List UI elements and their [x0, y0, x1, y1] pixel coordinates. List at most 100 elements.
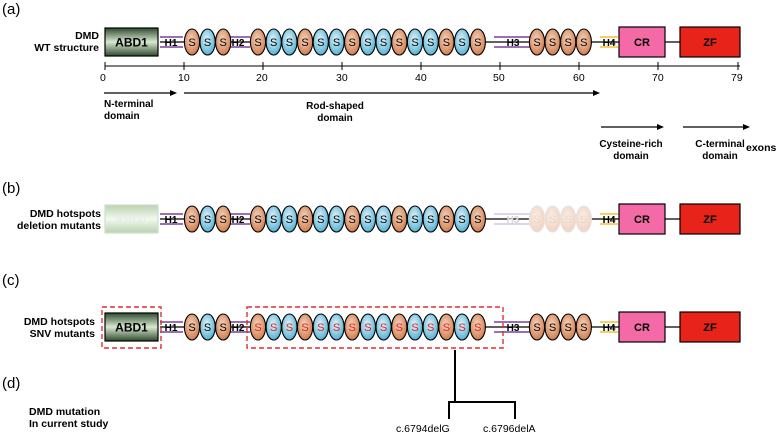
- protein-row-snv-spectrin-repeat-5: S: [265, 313, 282, 341]
- protein-row-deletion-spectrin-label-15: S: [427, 214, 434, 226]
- protein-row-wt-spectrin-repeat-12: S: [375, 28, 392, 56]
- protein-row-wt-spectrin-repeat-22: S: [575, 28, 592, 56]
- protein-row-deletion-spectrin-repeat-7: S: [296, 205, 314, 233]
- protein-row-deletion-spectrin-label-19: S: [533, 214, 540, 226]
- protein-row-deletion-spectrin-label-20: S: [549, 214, 556, 226]
- protein-row-wt-cr-box: [618, 26, 666, 58]
- protein-row-wt-spectrin-label-18: S: [474, 37, 481, 49]
- protein-row-wt-spectrin-repeat-16: S: [438, 28, 455, 56]
- protein-row-wt-spectrin-label-2: S: [204, 37, 211, 49]
- protein-row-wt-spectrin-label-11: S: [364, 37, 371, 49]
- protein-row-snv-cr-box: [618, 311, 666, 343]
- protein-row-wt-spectrin-label-10: S: [349, 37, 356, 49]
- protein-row-snv-spectrin-repeat-6: S: [281, 313, 298, 341]
- protein-row-wt-zf-box: [679, 26, 741, 58]
- protein-row-deletion-spectrin-repeat-15: S: [422, 205, 439, 233]
- protein-row-wt-hinge-H3: H3: [507, 38, 520, 49]
- protein-row-snv-spectrin-label-5: S: [270, 322, 277, 334]
- protein-row-snv-hinge-H4: H4: [603, 323, 616, 334]
- protein-row-wt-spectrin-label-15: S: [427, 37, 434, 49]
- protein-row-wt-spectrin-repeat-6: S: [281, 28, 298, 56]
- domain-n-terminal-label: N-terminal domain: [104, 99, 153, 123]
- row-a-title-line2: WT structure: [34, 42, 99, 54]
- protein-row-wt-abd1-box: [104, 27, 159, 57]
- panel-b-label: (b): [2, 180, 21, 197]
- cysteine-arrowhead: [657, 124, 664, 130]
- protein-row-wt-spectrin-label-5: S: [270, 37, 277, 49]
- protein-row-snv-hinge-H3: H3: [507, 323, 520, 334]
- protein-row-wt-zf-text: ZF: [703, 37, 717, 49]
- protein-row-wt-spectrin-repeat-2: S: [199, 28, 216, 56]
- protein-row-snv-zf-box: [679, 311, 741, 343]
- protein-row-wt-spectrin-repeat-17: S: [453, 28, 471, 56]
- protein-row-wt-spectrin-label-16: S: [443, 37, 450, 49]
- protein-row-snv-spectrin-repeat-19: S: [528, 313, 546, 341]
- panel-a-label: (a): [2, 1, 21, 18]
- protein-row-snv-spectrin-shape-18: [469, 313, 486, 341]
- protein-row-snv-spectrin-repeat-7: S: [296, 313, 314, 341]
- protein-row-snv-spectrin-repeat-9: S: [328, 313, 345, 341]
- protein-row-snv-spectrin-repeat-18: S: [469, 313, 486, 341]
- protein-row-deletion-hinge-H3: H3: [507, 215, 520, 226]
- tick-label-40: 40: [415, 72, 427, 84]
- protein-row-wt-spectrin-label-20: S: [549, 37, 556, 49]
- tick-label-10: 10: [178, 72, 190, 84]
- protein-row-wt-spectrin-label-1: S: [188, 37, 195, 49]
- protein-row-wt-spectrin-shape-22: [575, 28, 592, 56]
- protein-row-snv-spectrin-shape-22: [575, 313, 592, 341]
- protein-row-wt-spectrin-label-6: S: [286, 37, 293, 49]
- protein-row-deletion-spectrin-shape-22: [575, 205, 592, 233]
- protein-row-deletion-spectrin-label-1: S: [188, 214, 195, 226]
- domain-c-terminal-line2: domain: [702, 151, 738, 162]
- protein-row-deletion-spectrin-label-6: S: [286, 214, 293, 226]
- row-c-title-line2: SNV mutants: [29, 328, 95, 340]
- protein-row-snv-spectrin-repeat-20: S: [544, 313, 561, 341]
- protein-row-deletion-spectrin-shape-3: [215, 205, 232, 233]
- protein-row-deletion-spectrin-label-21: S: [565, 214, 572, 226]
- protein-row-snv-spectrin-repeat-15: S: [422, 313, 439, 341]
- c-terminal-arrowhead: [743, 124, 750, 130]
- protein-row-wt-spectrin-repeat-7: S: [296, 28, 314, 56]
- protein-row-wt-spectrin-label-19: S: [533, 37, 540, 49]
- protein-row-deletion-spectrin-label-16: S: [443, 214, 450, 226]
- protein-row-deletion-spectrin-repeat-17: S: [453, 205, 471, 233]
- protein-row-wt-abd1-text: ABD1: [115, 36, 148, 50]
- protein-row-snv-spectrin-repeat-2: S: [199, 313, 216, 341]
- protein-row-deletion-spectrin-label-2: S: [204, 214, 211, 226]
- protein-row-wt-spectrin-label-14: S: [411, 37, 418, 49]
- protein-row-deletion-spectrin-label-14: S: [411, 214, 418, 226]
- protein-row-snv-spectrin-label-6: S: [286, 322, 293, 334]
- protein-row-snv-spectrin-repeat-4: S: [249, 313, 267, 341]
- protein-row-wt-spectrin-repeat-18: S: [469, 28, 486, 56]
- row-a-title-line1: DMD: [75, 30, 99, 42]
- protein-row-snv-spectrin-label-14: S: [411, 322, 418, 334]
- tick-label-50: 50: [493, 72, 505, 84]
- protein-row-snv-spectrin-repeat-1: S: [183, 313, 201, 341]
- protein-row-snv-spectrin-label-11: S: [364, 322, 371, 334]
- protein-row-deletion-zf-text: ZF: [703, 214, 717, 226]
- tick-label-20: 20: [256, 72, 268, 84]
- protein-row-wt-abd1: ABD1: [104, 27, 159, 57]
- protein-row-wt-spectrin-repeat-13: S: [391, 28, 408, 56]
- domain-cysteine-line1: Cysteine-rich: [599, 139, 663, 150]
- panel-c-label: (c): [2, 272, 20, 289]
- protein-row-wt-spectrin-repeat-19: S: [528, 28, 546, 56]
- protein-row-deletion-spectrin-repeat-3: S: [215, 205, 232, 233]
- protein-row-snv-spectrin-label-1: S: [188, 322, 195, 334]
- protein-row-deletion-spectrin-label-11: S: [364, 214, 371, 226]
- protein-row-deletion-spectrin-repeat-21: S: [560, 205, 577, 233]
- protein-row-deletion-spectrin-label-17: S: [458, 214, 465, 226]
- protein-row-deletion-abd1-box: [104, 204, 159, 234]
- row-d-title-line2: In current study: [29, 418, 109, 430]
- tick-label-70: 70: [652, 72, 664, 84]
- n-terminal-arrowhead: [170, 90, 177, 96]
- protein-row-wt-spectrin-repeat-1: S: [183, 28, 201, 56]
- protein-row-snv-spectrin-label-2: S: [204, 322, 211, 334]
- protein-row-wt-spectrin-repeat-8: S: [312, 28, 329, 56]
- row-a-title: DMD WT structure: [0, 30, 99, 54]
- domain-cysteine-label: Cysteine-rich domain: [588, 139, 674, 163]
- protein-row-deletion-spectrin-label-13: S: [396, 214, 403, 226]
- protein-row-snv-spectrin-repeat-8: S: [312, 313, 329, 341]
- protein-row-wt-hinge-H2: H2: [232, 38, 245, 49]
